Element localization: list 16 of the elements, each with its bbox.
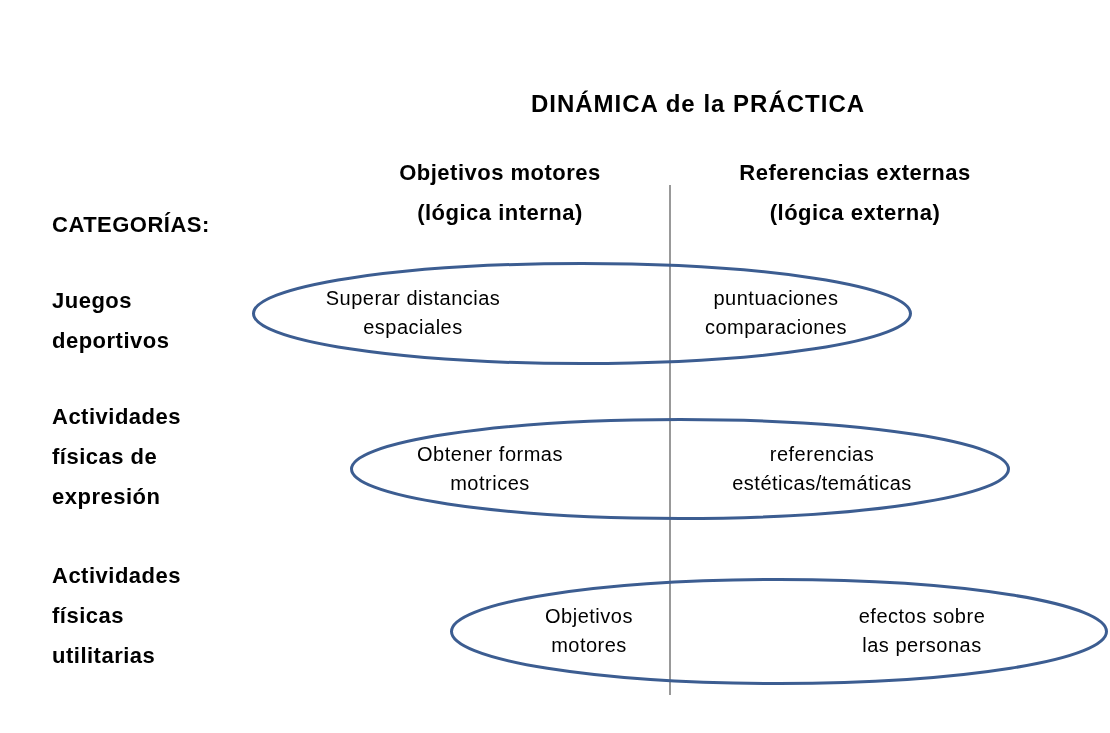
category-ellipse (450, 578, 1108, 685)
category-ellipse (252, 262, 912, 365)
title: DINÁMICA de la PRÁCTICA (529, 90, 867, 118)
column-header: Referencias externas (lógica externa) (738, 159, 972, 227)
category-ellipse (350, 418, 1010, 520)
categories-heading: CATEGORÍAS: (52, 211, 211, 239)
ellipse-text: referencias estéticas/temáticas (731, 442, 913, 496)
ellipse-text: puntuaciones comparaciones (703, 286, 849, 340)
category-label: Juegos deportivos (52, 287, 171, 355)
ellipse-text: efectos sobre las personas (857, 604, 987, 658)
ellipse-text: Objetivos motores (544, 604, 634, 658)
category-label: Actividades físicas utilitarias (52, 562, 182, 670)
column-header: Objetivos motores (lógica interna) (398, 159, 602, 227)
ellipse-text: Obtener formas motrices (416, 442, 564, 496)
category-label: Actividades físicas de expresión (52, 403, 182, 511)
ellipse-text: Superar distancias espaciales (324, 286, 502, 340)
